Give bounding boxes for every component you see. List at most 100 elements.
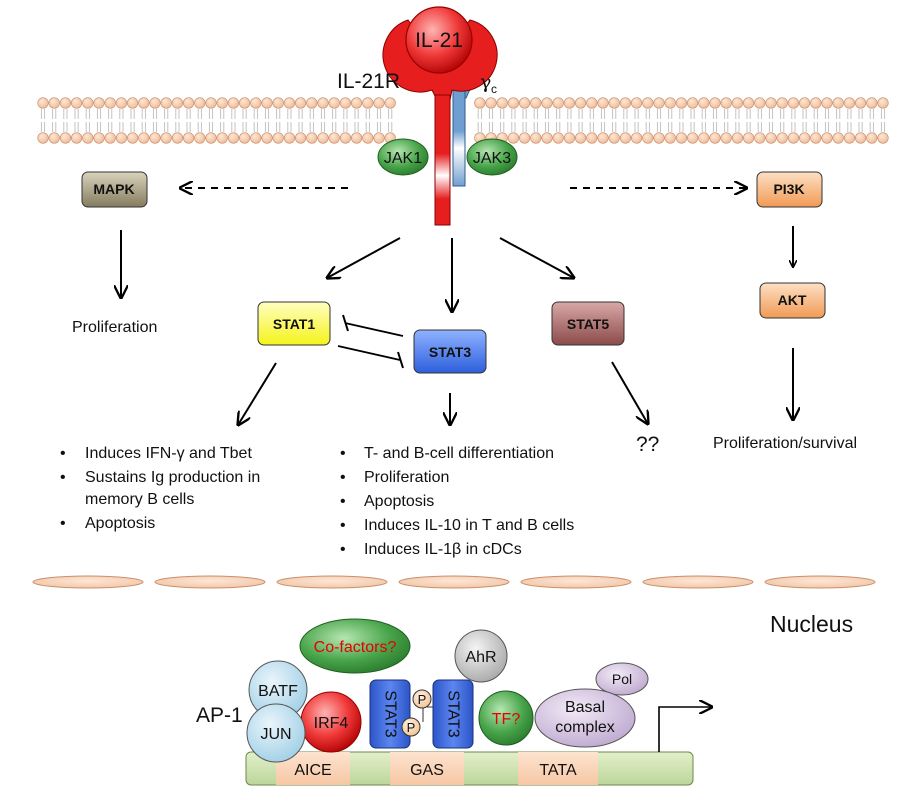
transcription-start-arrow [658, 707, 712, 752]
svg-text:P: P [407, 720, 416, 735]
cell-membrane [37, 97, 889, 144]
lipid-head [720, 132, 732, 144]
lipid-head [93, 97, 105, 109]
lipid-head [104, 97, 116, 109]
lipid-head [518, 132, 531, 144]
il21-ligand: IL-21 [405, 6, 473, 74]
lipid-head [675, 132, 688, 144]
lipid-head [373, 97, 385, 109]
lipid-head [742, 97, 755, 109]
lipid-head [541, 132, 553, 144]
lipid-head [854, 132, 867, 144]
lipid-head [138, 97, 150, 109]
stat1-effects-list: • Induces IFN-γ and Tbet • Sustains Ig p… [60, 445, 260, 532]
lipid-head [317, 132, 329, 144]
lipid-head [70, 132, 83, 144]
lipid-head [619, 97, 632, 109]
lipid-head [183, 97, 195, 109]
gamma-c-label: γ c [480, 71, 497, 96]
list-item: memory B cells [85, 491, 194, 508]
lipid-head [261, 97, 273, 109]
lipid-head [384, 97, 396, 109]
lipid-head [70, 97, 83, 109]
lipid-head [160, 97, 172, 109]
lipid-head [765, 97, 777, 109]
lipid-head [854, 97, 867, 109]
lipid-head [675, 97, 688, 109]
stat3-box: STAT3 [413, 329, 487, 374]
lipid-head [194, 97, 206, 109]
lipid-head [552, 132, 564, 144]
akt-box: AKT [759, 282, 826, 319]
lipid-head [328, 97, 340, 109]
lipid-head [82, 97, 94, 109]
lipid-head [485, 97, 497, 109]
stat1-box: STAT1 [257, 301, 331, 346]
aice-label: AICE [294, 762, 331, 779]
stat5-outcome: ?? [636, 433, 659, 456]
lipid-tails [40, 109, 886, 132]
lipid-head [127, 97, 139, 109]
lipid-head [776, 132, 788, 144]
lipid-head [653, 97, 665, 109]
lipid-head [754, 97, 766, 109]
lipid-head [272, 97, 284, 109]
lipid-head [586, 132, 598, 144]
svg-text:•: • [60, 515, 66, 532]
lipid-head [216, 97, 228, 109]
arrow-to-stat1 [327, 237, 401, 278]
lipid-head [686, 132, 699, 144]
lipid-head [821, 132, 833, 144]
lipid-head [843, 97, 856, 109]
lipid-head [104, 132, 116, 144]
basal-label-1: Basal [565, 699, 605, 716]
jun-ball: JUN [246, 703, 306, 763]
lipid-head [742, 132, 755, 144]
lipid-head [272, 132, 284, 144]
lipid-head [653, 132, 665, 144]
lipid-head [59, 132, 72, 144]
lipid-head [754, 132, 766, 144]
lipid-head [608, 132, 620, 144]
lipid-head [810, 132, 822, 144]
lipid-head [183, 132, 195, 144]
dna-strand: AICE GAS TATA [245, 751, 694, 786]
lipid-head [149, 97, 161, 109]
svg-text:•: • [340, 517, 346, 534]
lipid-head [48, 132, 60, 144]
lipid-head [351, 97, 363, 109]
jak1-kinase: JAK1 [377, 138, 429, 176]
lipid-head [339, 132, 352, 144]
stat3-dimer-right-label: STAT3 [445, 690, 462, 738]
list-item: Apoptosis [85, 515, 155, 532]
lipid-head [507, 132, 520, 144]
stat3-label: STAT3 [429, 344, 471, 360]
akt-label: AKT [778, 292, 807, 308]
lipid-head [239, 132, 251, 144]
stat3-dimer-left-label: STAT3 [382, 690, 399, 738]
lipid-head [317, 97, 329, 109]
lipid-head [765, 132, 777, 144]
lipid-head [93, 132, 105, 144]
ahr-ball: AhR [454, 629, 508, 683]
lipid-head [518, 97, 531, 109]
gas-element [390, 752, 464, 785]
lipid-head [306, 132, 318, 144]
lipid-head [586, 97, 598, 109]
ap1-label: AP-1 [196, 704, 243, 727]
lipid-head [227, 97, 239, 109]
batf-ball: BATF [248, 660, 308, 720]
stat3-dimer: STAT3 STAT3 P P [369, 679, 474, 749]
lipid-head [115, 132, 127, 144]
nucleus-label: Nucleus [770, 611, 853, 637]
lipid-head [127, 132, 139, 144]
lipid-head [351, 132, 363, 144]
lipid-head [798, 132, 811, 144]
lipid-head [507, 97, 520, 109]
lipid-heads-inner [37, 132, 889, 144]
lipid-head [709, 132, 721, 144]
basal-complex: Basal complex [534, 688, 636, 748]
batf-label: BATF [258, 683, 298, 700]
lipid-head [731, 97, 744, 109]
